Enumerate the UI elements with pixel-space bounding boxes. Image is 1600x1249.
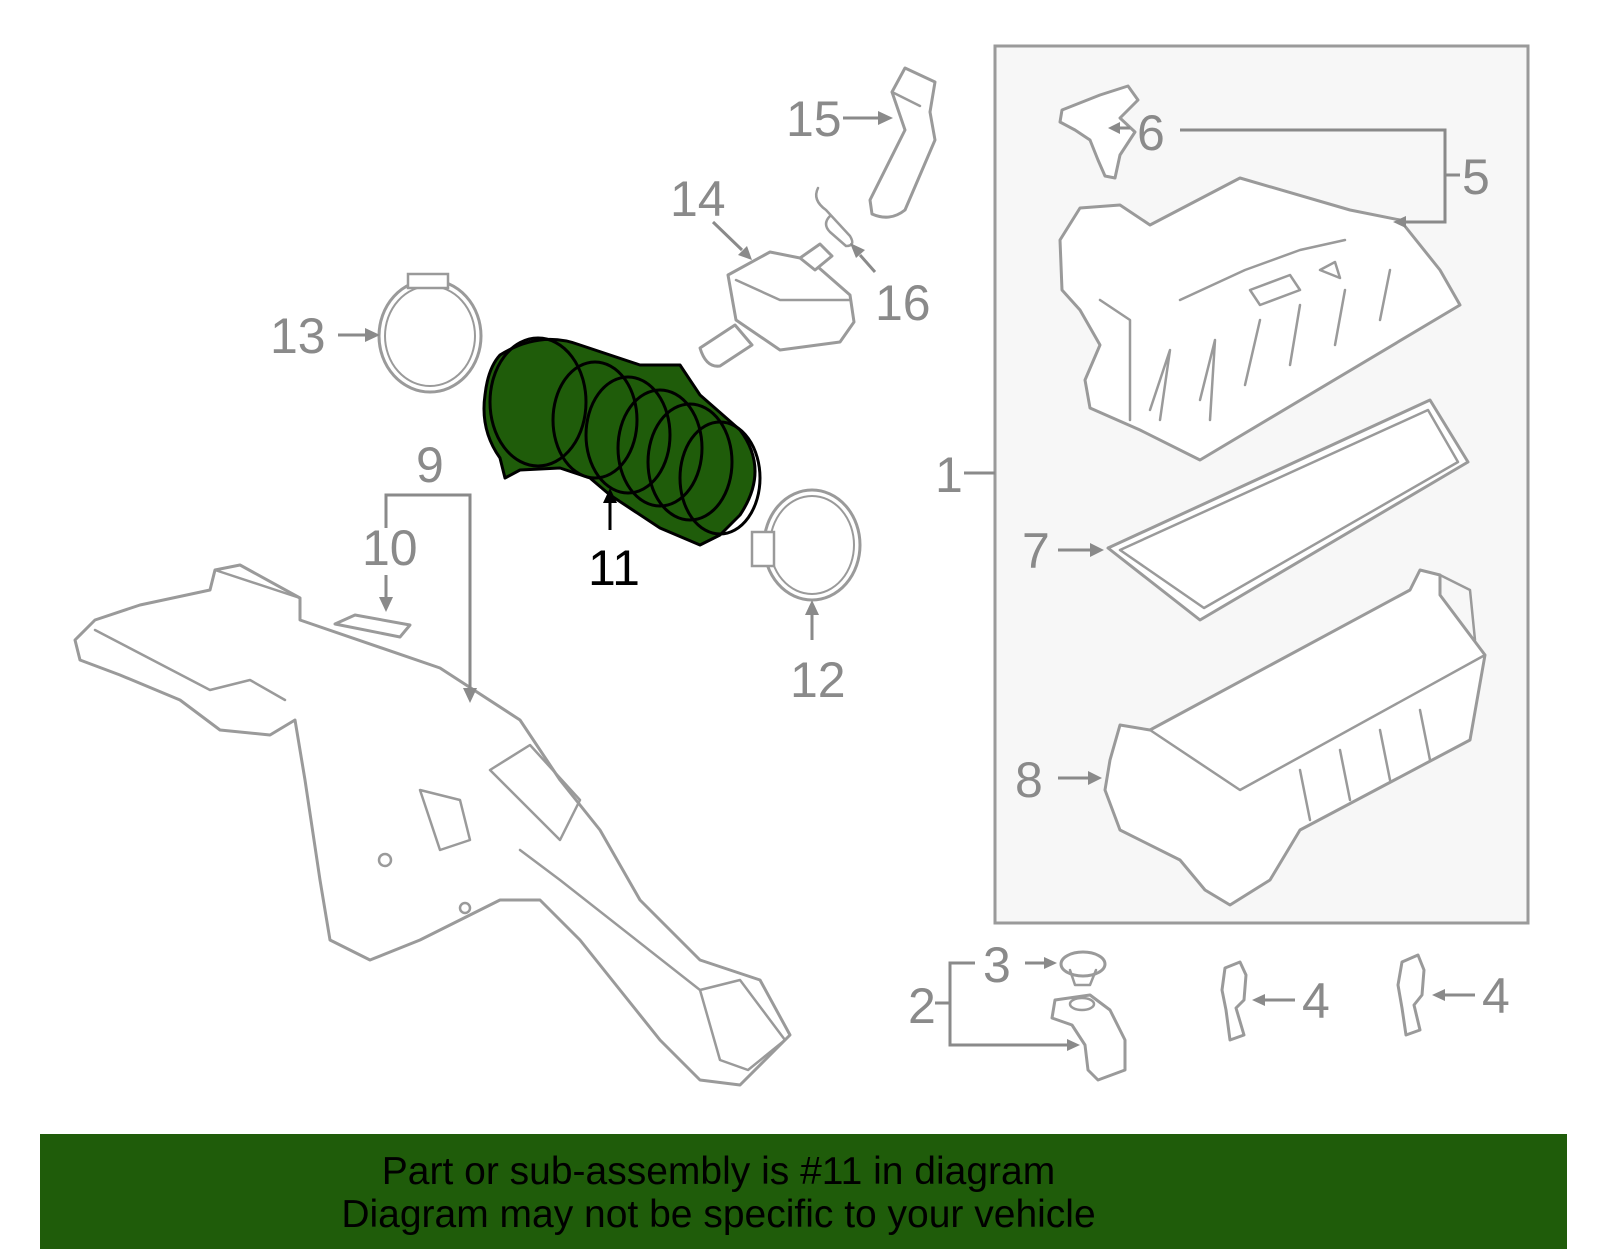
banner-line-1: Part or sub-assembly is #11 in diagram: [381, 1150, 1056, 1193]
callout-8: 8: [1015, 752, 1043, 808]
callout-4a: 4: [1302, 973, 1330, 1029]
callout-15: 15: [786, 91, 842, 147]
part-13-hose-clamp[interactable]: [377, 272, 483, 394]
part-12-hose-clamp[interactable]: [750, 488, 862, 602]
part-4-bolt-a[interactable]: [1220, 960, 1248, 1042]
part-11-intake-hose[interactable]: [482, 336, 762, 547]
callout-16: 16: [875, 275, 931, 331]
callout-7: 7: [1022, 523, 1050, 579]
part-9-inlet-duct[interactable]: [73, 563, 792, 1087]
callout-4b: 4: [1482, 968, 1510, 1024]
callout-1: 1: [935, 447, 963, 503]
callout-12: 12: [790, 652, 846, 708]
part-16-clip[interactable]: [815, 186, 854, 248]
banner-line-2: Diagram may not be specific to your vehi…: [341, 1193, 1096, 1236]
part-15-breather-hose[interactable]: [868, 66, 937, 219]
callout-6: 6: [1137, 105, 1165, 161]
part-5-air-cleaner-cover[interactable]: [1058, 176, 1462, 462]
part-info-banner: Part or sub-assembly is #11 in diagram D…: [40, 1134, 1567, 1249]
callout-3: 3: [983, 937, 1011, 993]
part-8-air-cleaner-case[interactable]: [1103, 568, 1487, 907]
callout-11: 11: [588, 540, 640, 596]
leader-lines: [338, 111, 1475, 1051]
callout-13: 13: [270, 308, 326, 364]
part-3-grommet[interactable]: [1059, 950, 1107, 987]
part-4-bolt-b[interactable]: [1396, 953, 1426, 1037]
callout-2: 2: [908, 978, 936, 1034]
callout-5: 5: [1462, 149, 1490, 205]
callout-9: 9: [416, 437, 444, 493]
part-7-filter-element[interactable]: [1106, 398, 1470, 622]
part-6-sensor-clip[interactable]: [1058, 84, 1140, 180]
part-10-label[interactable]: [333, 613, 412, 639]
callout-14: 14: [670, 171, 726, 227]
part-14-resonator[interactable]: [698, 242, 856, 368]
callout-10: 10: [362, 520, 418, 576]
part-2-bracket[interactable]: [1050, 993, 1127, 1082]
